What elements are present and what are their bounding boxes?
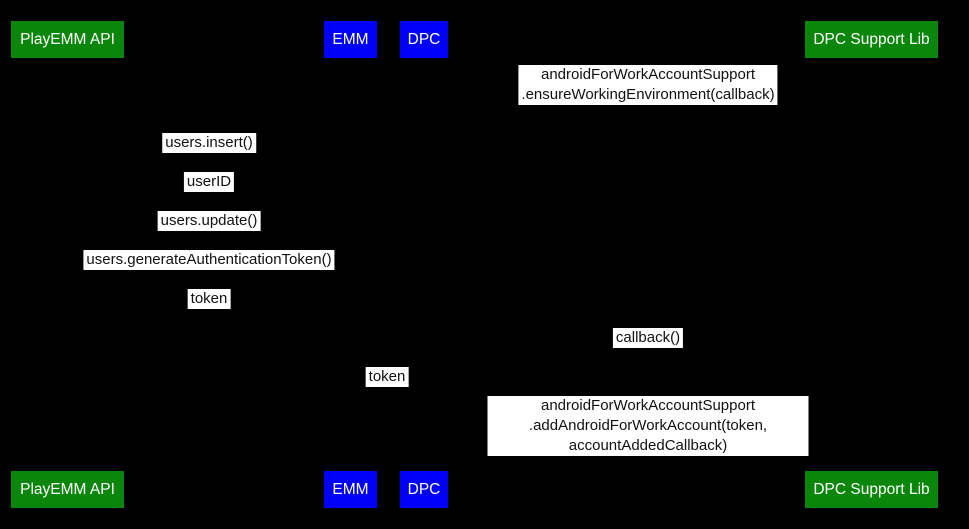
message-token-response: token (187, 289, 231, 309)
message-ensure-working-environment: androidForWorkAccountSupport .ensureWork… (518, 65, 778, 105)
participant-dpc-support-lib-top: DPC Support Lib (805, 21, 938, 58)
message-generate-authentication-token: users.generateAuthenticationToken() (83, 250, 335, 270)
participant-dpc-support-lib-bottom: DPC Support Lib (805, 471, 938, 508)
participant-playemm-api-top: PlayEMM API (11, 21, 124, 58)
message-callback: callback() (612, 328, 684, 348)
message-add-android-for-work-account: androidForWorkAccountSupport .addAndroid… (487, 396, 809, 456)
participant-dpc-top: DPC (400, 21, 448, 58)
participant-dpc-bottom: DPC (400, 471, 448, 508)
message-users-update: users.update() (157, 211, 261, 231)
participant-emm-bottom: EMM (324, 471, 377, 508)
participant-emm-top: EMM (324, 21, 377, 58)
participant-playemm-api-bottom: PlayEMM API (11, 471, 124, 508)
message-user-id: userID (183, 172, 235, 192)
message-token-to-dpc: token (365, 367, 409, 387)
message-users-insert: users.insert() (162, 133, 256, 153)
